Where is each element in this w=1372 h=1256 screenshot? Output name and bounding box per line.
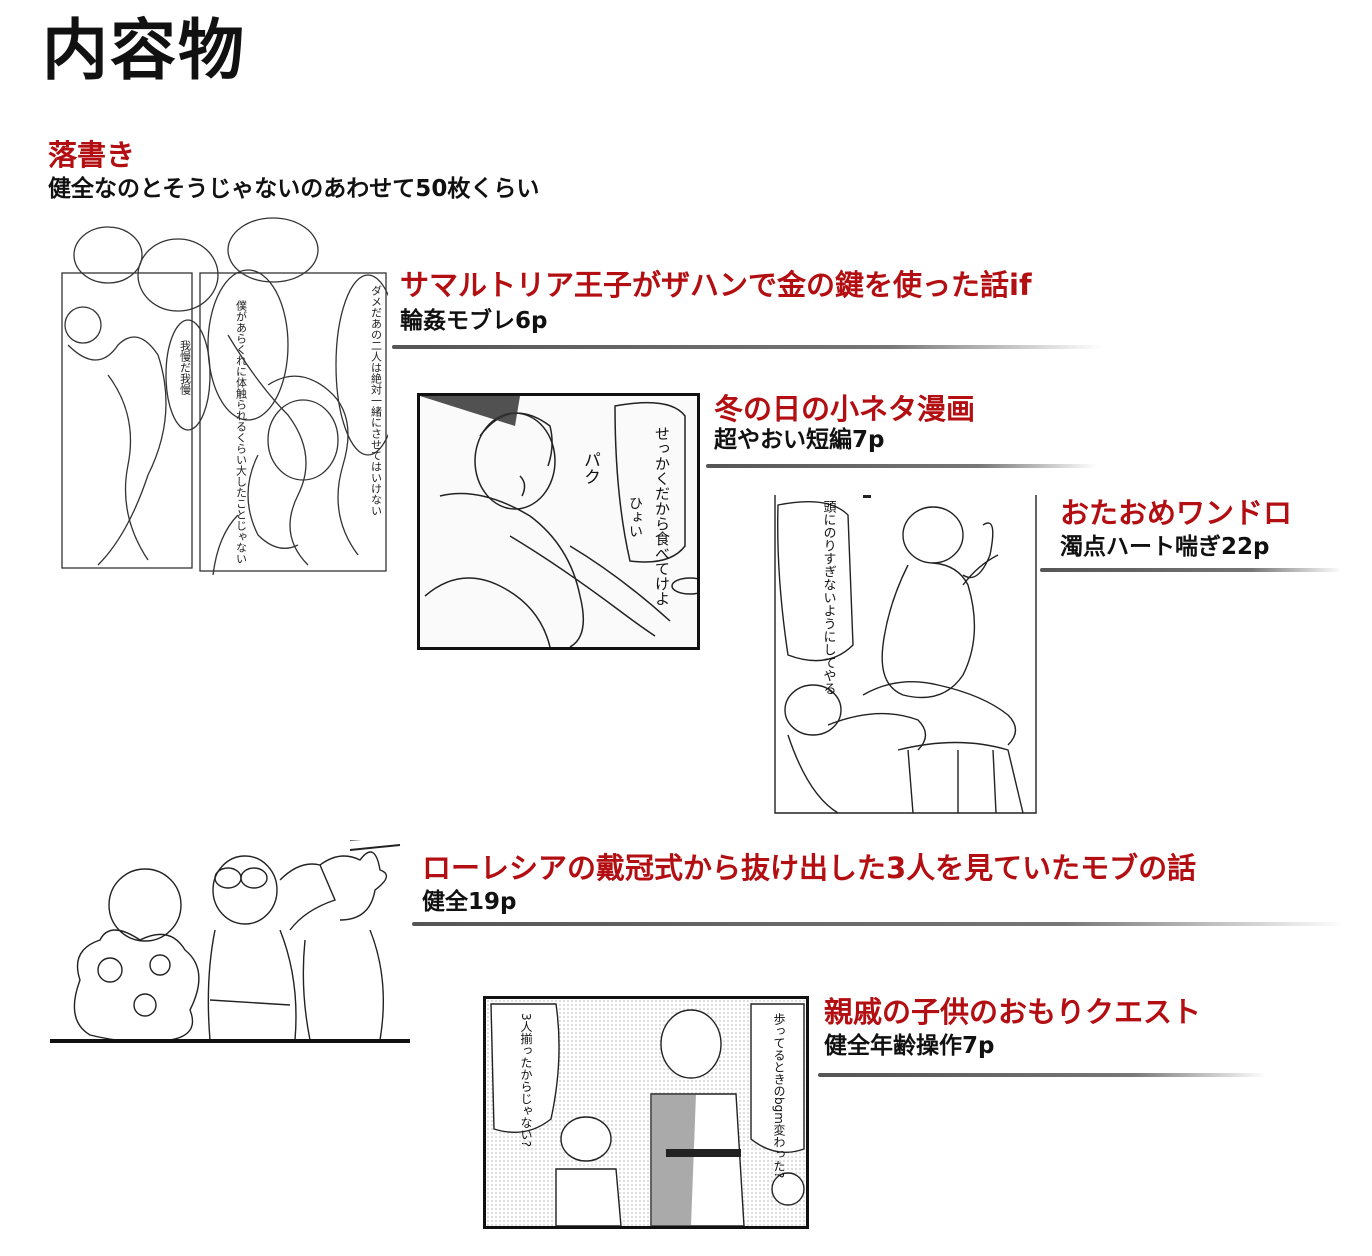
panel-5-speech-2: 3人揃ったからじゃない? xyxy=(519,1013,533,1147)
sketch-speech-1: ダメだあの二人は絶対一緒にさせてはいけない xyxy=(370,285,383,516)
manga-panel-3: 頭にのりすぎないようにしてやる xyxy=(768,495,1038,815)
item-5-divider xyxy=(818,1073,1266,1077)
item-2-title: 冬の日の小ネタ漫画 xyxy=(714,392,976,426)
item-2-divider xyxy=(706,464,1096,468)
sketch-panel-1: ダメだあの二人は絶対一緒にさせてはいけない 僕があらくれに体触られるくらい大した… xyxy=(58,215,388,575)
page-title: 内容物 xyxy=(42,12,246,89)
item-1-subtitle: 輪姦モブレ6p xyxy=(400,308,548,334)
manga-panel-5: 歩ってるときのbgm変わった? 3人揃ったからじゃない? xyxy=(483,996,809,1229)
sketch-speech-2: 僕があらくれに体触られるくらい大したことじゃない xyxy=(235,300,248,564)
item-2-subtitle: 超やおい短編7p xyxy=(714,427,885,453)
item-1-title: サマルトリア王子がザハンで金の鍵を使った話if xyxy=(400,268,1032,302)
item-4-divider xyxy=(412,922,1344,926)
item-4-title: ローレシアの戴冠式から抜け出した3人を見ていたモブの話 xyxy=(422,851,1197,885)
manga-panel-2: せっかくだから食べてけよ パク ひょい xyxy=(417,393,700,650)
panel-5-speech-1: 歩ってるときのbgm変わった? xyxy=(772,1012,786,1179)
panel-2-sfx-1: パク xyxy=(580,451,600,485)
item-5-subtitle: 健全年齢操作7p xyxy=(824,1033,995,1059)
item-3-divider xyxy=(1040,568,1342,572)
doodles-subtitle: 健全なのとそうじゃないのあわせて50枚くらい xyxy=(48,176,540,202)
manga-panel-4 xyxy=(50,840,410,1045)
panel-2-speech: せっかくだから食べてけよ xyxy=(653,426,671,606)
item-3-title: おたおめワンドロ xyxy=(1060,496,1293,530)
item-3-subtitle: 濁点ハート喘ぎ22p xyxy=(1060,534,1270,560)
panel-2-sfx-2: ひょい xyxy=(627,496,643,538)
sketch-speech-3: 我慢だ我慢 xyxy=(179,340,192,396)
doodles-title: 落書き xyxy=(48,138,136,172)
item-4-subtitle: 健全19p xyxy=(422,889,517,915)
item-5-title: 親戚の子供のおもりクエスト xyxy=(824,995,1202,1029)
panel-3-speech: 頭にのりすぎないようにしてやる xyxy=(821,500,837,695)
item-1-divider xyxy=(392,345,1102,349)
